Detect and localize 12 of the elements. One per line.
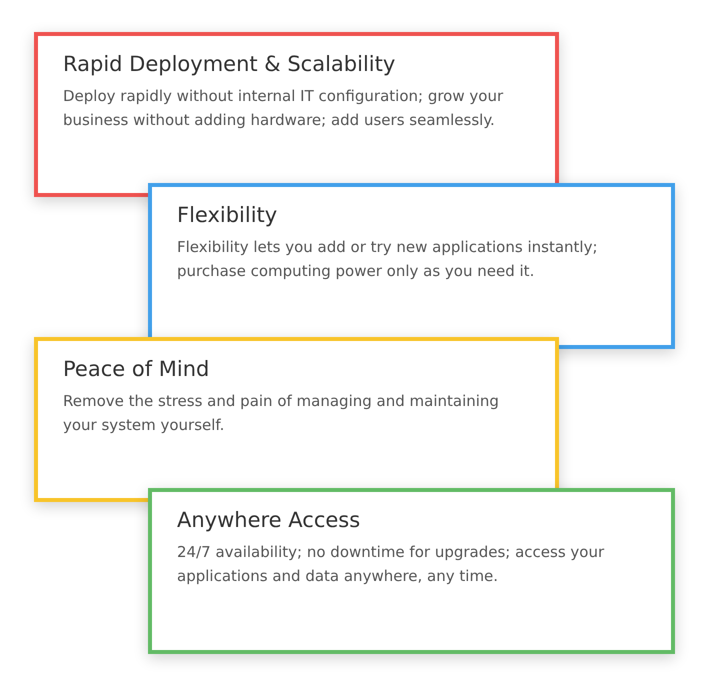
- card-heading: Peace of Mind: [63, 357, 210, 381]
- card-description: Remove the stress and pain of managing and maintaining your system yourself.: [63, 391, 500, 436]
- card-description: Flexibility lets you add or try new applications instantly; purchase computing power only as you need it.: [177, 237, 598, 282]
- feature-card: [148, 488, 675, 654]
- card-description: 24/7 availability; no downtime for upgrades; access your applications and data anywhere, any time.: [177, 542, 606, 587]
- feature-card: [34, 32, 559, 197]
- feature-card: [148, 183, 675, 349]
- card-heading: Flexibility: [177, 203, 278, 227]
- card-heading: Rapid Deployment & Scalability: [63, 52, 396, 76]
- card-heading: Anywhere Access: [177, 508, 360, 532]
- card-description: Deploy rapidly without internal IT configuration; grow your business without adding hardware; add users seamlessly.: [63, 86, 504, 131]
- feature-card: [34, 337, 559, 502]
